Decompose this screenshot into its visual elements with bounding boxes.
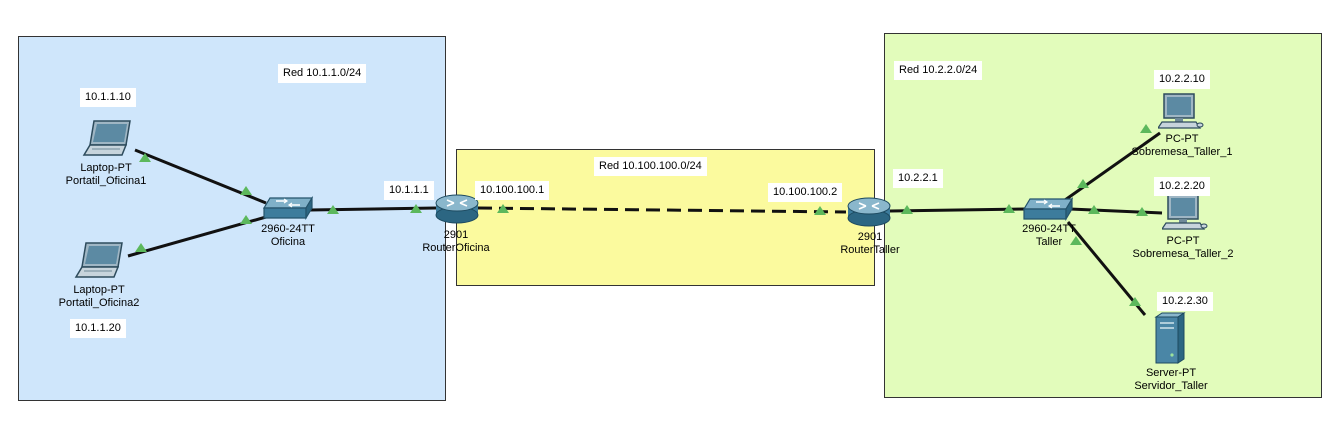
- link-up-indicator: [1088, 205, 1100, 214]
- link-up-indicator: [901, 205, 913, 214]
- device-model: PC-PT: [1165, 133, 1199, 145]
- ip-label-router-oficina-lan: 10.1.1.1: [384, 181, 434, 200]
- device-name: Sobremesa_Taller_2: [1132, 248, 1234, 260]
- device-label-switch-taller: 2960-24TT Taller: [1022, 223, 1076, 249]
- link-up-indicator: [1129, 297, 1141, 306]
- network-label-taller: Red 10.2.2.0/24: [894, 61, 983, 80]
- cable-switch-server: [1066, 221, 1147, 316]
- device-label-pc2: PC-PT Sobremesa_Taller_2: [1133, 235, 1234, 261]
- link-up-indicator: [240, 215, 252, 224]
- device-name: Portatil_Oficina1: [65, 175, 147, 187]
- device-label-router-oficina: 2901 RouterOficina: [422, 229, 489, 255]
- device-model: 2960-24TT: [1022, 223, 1076, 235]
- ip-label-router-taller-lan: 10.2.2.1: [893, 169, 943, 188]
- laptop-icon[interactable]: [74, 241, 126, 281]
- link-up-indicator: [1077, 179, 1089, 188]
- link-up-indicator: [410, 204, 422, 213]
- router-icon[interactable]: [846, 196, 892, 228]
- cable-wan-serial: [477, 206, 847, 214]
- link-up-indicator: [1136, 207, 1148, 216]
- device-name: RouterOficina: [422, 242, 490, 254]
- link-up-indicator: [135, 243, 147, 252]
- ip-label-pc2: 10.2.2.20: [1154, 177, 1210, 196]
- device-label-pc1: PC-PT Sobremesa_Taller_1: [1132, 133, 1233, 159]
- device-model: PC-PT: [1166, 235, 1200, 247]
- router-icon[interactable]: [434, 193, 480, 225]
- pc-icon[interactable]: [1158, 92, 1204, 132]
- device-label-router-taller: 2901 RouterTaller: [840, 231, 899, 257]
- link-up-indicator: [814, 206, 826, 215]
- pc-icon[interactable]: [1162, 193, 1208, 233]
- link-up-indicator: [1003, 204, 1015, 213]
- device-model: Server-PT: [1145, 367, 1197, 379]
- ip-label-router-oficina-wan: 10.100.100.1: [475, 181, 550, 200]
- device-label-laptop1: Laptop-PT Portatil_Oficina1: [66, 162, 147, 188]
- switch-icon[interactable]: [1022, 197, 1074, 221]
- device-model: 2901: [443, 229, 469, 241]
- ip-label-laptop2: 10.1.1.20: [70, 319, 126, 338]
- cable-laptop1-switch: [134, 148, 267, 205]
- device-name: Sobremesa_Taller_1: [1131, 146, 1233, 158]
- device-model: 2901: [857, 231, 883, 243]
- device-name: Servidor_Taller: [1134, 380, 1208, 392]
- link-up-indicator: [240, 186, 252, 195]
- cable-switch-pc2: [1069, 207, 1163, 215]
- switch-icon[interactable]: [262, 196, 314, 220]
- device-model: Laptop-PT: [73, 284, 125, 296]
- link-up-indicator: [139, 153, 151, 162]
- device-model: 2960-24TT: [261, 223, 315, 235]
- link-up-indicator: [497, 204, 509, 213]
- ip-label-pc1: 10.2.2.10: [1154, 70, 1210, 89]
- laptop-icon[interactable]: [82, 119, 134, 159]
- ip-label-router-taller-wan: 10.100.100.2: [768, 183, 843, 202]
- device-label-switch-oficina: 2960-24TT Oficina: [261, 223, 315, 249]
- device-label-server: Server-PT Servidor_Taller: [1134, 367, 1207, 393]
- ip-label-server: 10.2.2.30: [1157, 292, 1213, 311]
- network-label-wan: Red 10.100.100.0/24: [594, 157, 707, 176]
- ip-label-laptop1: 10.1.1.10: [80, 88, 136, 107]
- link-up-indicator: [327, 205, 339, 214]
- device-label-laptop2: Laptop-PT Portatil_Oficina2: [59, 284, 140, 310]
- cable-router-taller-switch: [889, 207, 1027, 213]
- link-up-indicator: [1140, 124, 1152, 133]
- device-model: Laptop-PT: [80, 162, 132, 174]
- server-icon[interactable]: [1152, 311, 1188, 365]
- device-name: Portatil_Oficina2: [58, 297, 140, 309]
- zone-taller: [884, 33, 1322, 398]
- device-name: Taller: [1035, 236, 1063, 248]
- device-name: RouterTaller: [840, 244, 900, 256]
- link-up-indicator: [1070, 236, 1082, 245]
- device-name: Oficina: [270, 236, 306, 248]
- cable-switch-pc1: [1064, 131, 1161, 202]
- network-label-oficina: Red 10.1.1.0/24: [278, 64, 367, 83]
